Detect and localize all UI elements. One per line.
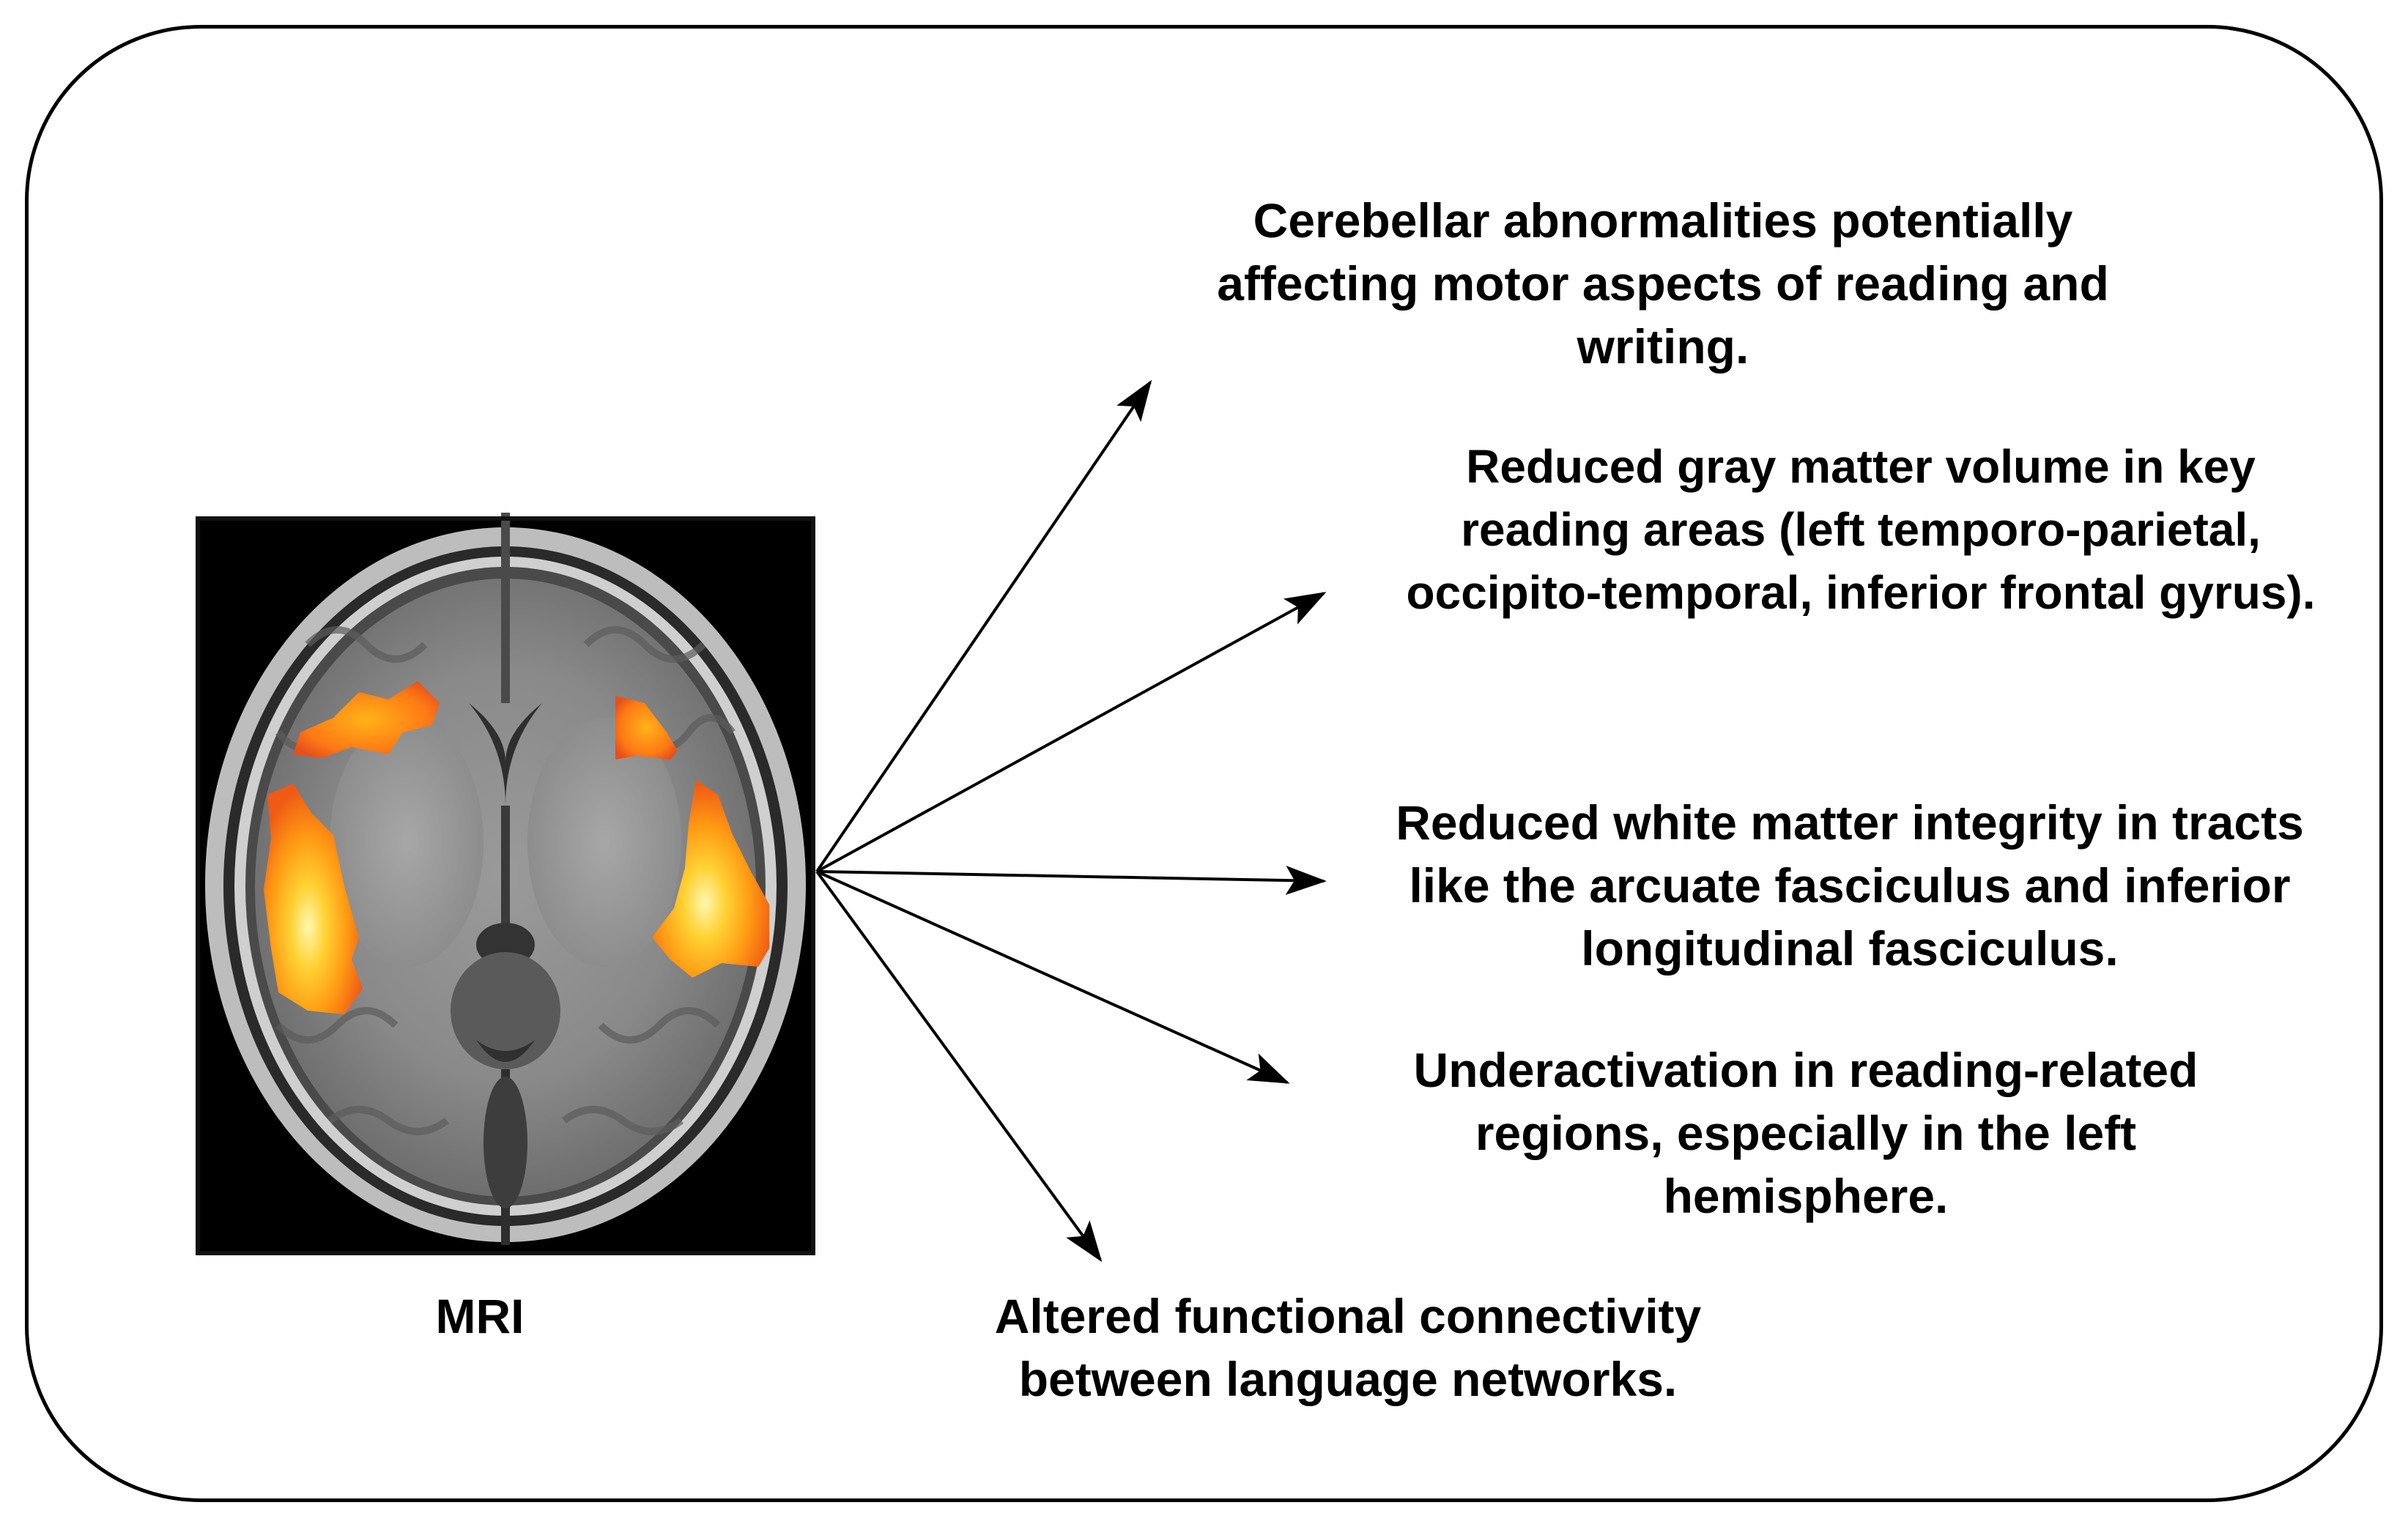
finding-line: Cerebellar abnormalities potentially	[1253, 193, 2073, 248]
arrow-to-gray-matter	[816, 592, 1327, 873]
finding-line: reading areas (left temporo-parietal,	[1461, 503, 2261, 556]
finding-line: writing.	[1577, 319, 1749, 374]
finding-line: Reduced gray matter volume in key	[1466, 440, 2256, 493]
finding-line: Underactivation in reading-related	[1413, 1043, 2198, 1097]
finding-line: Reduced white matter integrity in tracts	[1396, 795, 2304, 850]
finding-line: like the arcuate fasciculus and inferior	[1409, 858, 2291, 913]
finding-cerebellar: Cerebellar abnormalities potentially aff…	[1121, 189, 2205, 378]
finding-underactivation: Underactivation in reading-related regio…	[1330, 1039, 2282, 1227]
finding-connectivity: Altered functional connectivity between …	[923, 1285, 1773, 1411]
finding-line: between language networks.	[1018, 1352, 1678, 1406]
arrow-to-cerebellar	[815, 379, 1152, 873]
finding-line: affecting motor aspects of reading and	[1217, 256, 2109, 311]
finding-line: occipito-temporal, inferior frontal gyru…	[1406, 566, 2316, 619]
finding-gray-matter: Reduced gray matter volume in key readin…	[1341, 435, 2381, 624]
finding-line: longitudinal fasciculus.	[1581, 921, 2119, 976]
finding-line: regions, especially in the left	[1475, 1106, 2137, 1160]
finding-line: hemisphere.	[1663, 1169, 1949, 1223]
arrow-to-white-matter	[816, 866, 1327, 896]
mri-label: MRI	[435, 1289, 525, 1343]
arrow-to-connectivity	[815, 870, 1103, 1263]
arrow-to-underactivation	[816, 870, 1290, 1084]
mri-scan-image	[196, 513, 815, 1255]
finding-white-matter: Reduced white matter integrity in tracts…	[1330, 791, 2370, 980]
finding-line: Altered functional connectivity	[994, 1289, 1702, 1343]
